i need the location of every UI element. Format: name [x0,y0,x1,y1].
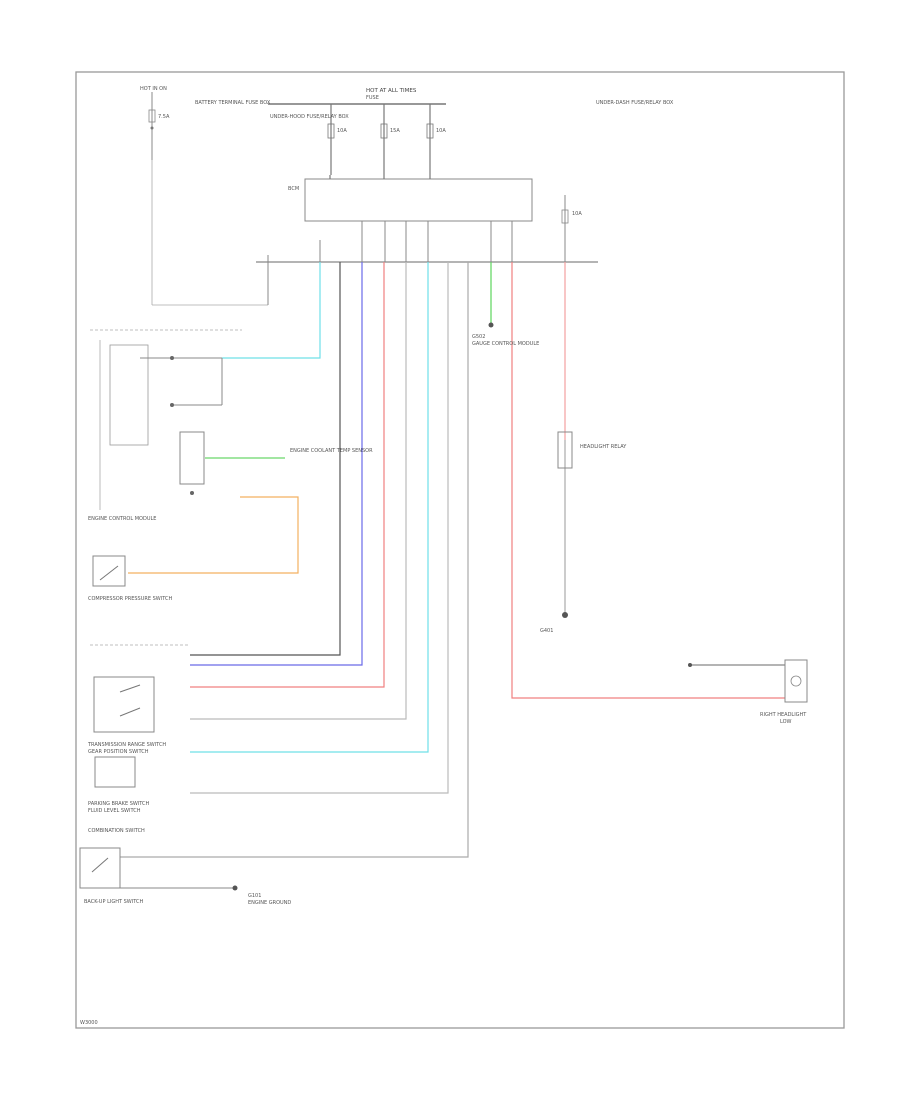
under-hood-label: UNDER-HOOD FUSE/RELAY BOX [270,114,349,120]
ground-1-label: G401 [540,628,553,634]
right-components: HEADLIGHT RELAY G401 G502 GAUGE CONTROL … [472,322,808,725]
fuse-3-label: 10A [436,128,446,134]
bottom-ground-sub: ENGINE GROUND [248,900,291,906]
transmission-label: TRANSMISSION RANGE SWITCH [87,742,166,748]
top-fuse-group: HOT AT ALL TIMES FUSE 10A 15A 10A [268,88,446,175]
cluster-label: GAUGE CONTROL MODULE [472,341,539,347]
wire-red-1 [190,262,385,688]
diagram-frame [75,71,845,1029]
right-fuse-label: 10A [572,211,582,217]
wire-black [190,262,341,656]
connector-box-label: BCM [288,186,299,192]
ground-2-label: G502 [472,334,485,340]
left-fuse-label: HOT IN ON [140,86,167,92]
fuse-2-label: 15A [390,128,400,134]
wire-gray-3 [120,262,469,858]
wire-cyan-2 [190,262,429,753]
fuse-1-label: 10A [337,128,347,134]
parking-label: PARKING BRAKE SWITCH [88,801,150,807]
top-fuse-label: HOT AT ALL TIMES [366,88,417,94]
wire-orange [128,496,299,574]
bottom-ground-label: G101 [248,893,261,899]
left-fuse-group: HOT IN ON 7.5A BATTERY TERMINAL FUSE BOX [140,86,271,306]
sensor-label: ENGINE COOLANT TEMP SENSOR [290,448,373,454]
wire-gray-1 [190,262,407,720]
transmission-block: TRANSMISSION RANGE SWITCH GEAR POSITION … [87,644,190,834]
headlight-label: RIGHT HEADLIGHT [760,712,807,718]
headlight-lights-label: HEADLIGHT RELAY [580,444,627,450]
backup-switch: BACK-UP LIGHT SWITCH G101 ENGINE GROUND [79,847,291,906]
left-fuse-value: 7.5A [158,114,170,120]
lower-block-label: COMBINATION SWITCH [88,828,145,834]
parking-sub: FLUID LEVEL SWITCH [88,808,141,814]
top-fuse-sub: FUSE [366,95,379,101]
engine-box-label: ENGINE CONTROL MODULE [88,516,156,522]
connector-box: BCM [288,175,533,222]
footer-code: W3000 [80,1020,98,1026]
battery-label: BATTERY TERMINAL FUSE BOX [195,100,271,106]
headlight-sub: LOW [780,719,792,725]
wire-cyan-1 [222,262,321,359]
right-block: UNDER-DASH FUSE/RELAY BOX 10A [561,100,674,262]
wire-blue [190,262,363,666]
pressure-switch: COMPRESSOR PRESSURE SWITCH [88,555,172,602]
connector-pin-ticks [267,221,513,305]
engine-module-box: ENGINE CONTROL MODULE [88,329,242,522]
backup-label: BACK-UP LIGHT SWITCH [84,899,143,905]
wire-gray-2 [190,262,449,794]
right-block-label: UNDER-DASH FUSE/RELAY BOX [596,100,674,106]
wire-red-2 [511,262,785,699]
pressure-switch-label: COMPRESSOR PRESSURE SWITCH [88,596,172,602]
transmission-sub: GEAR POSITION SWITCH [88,749,149,755]
